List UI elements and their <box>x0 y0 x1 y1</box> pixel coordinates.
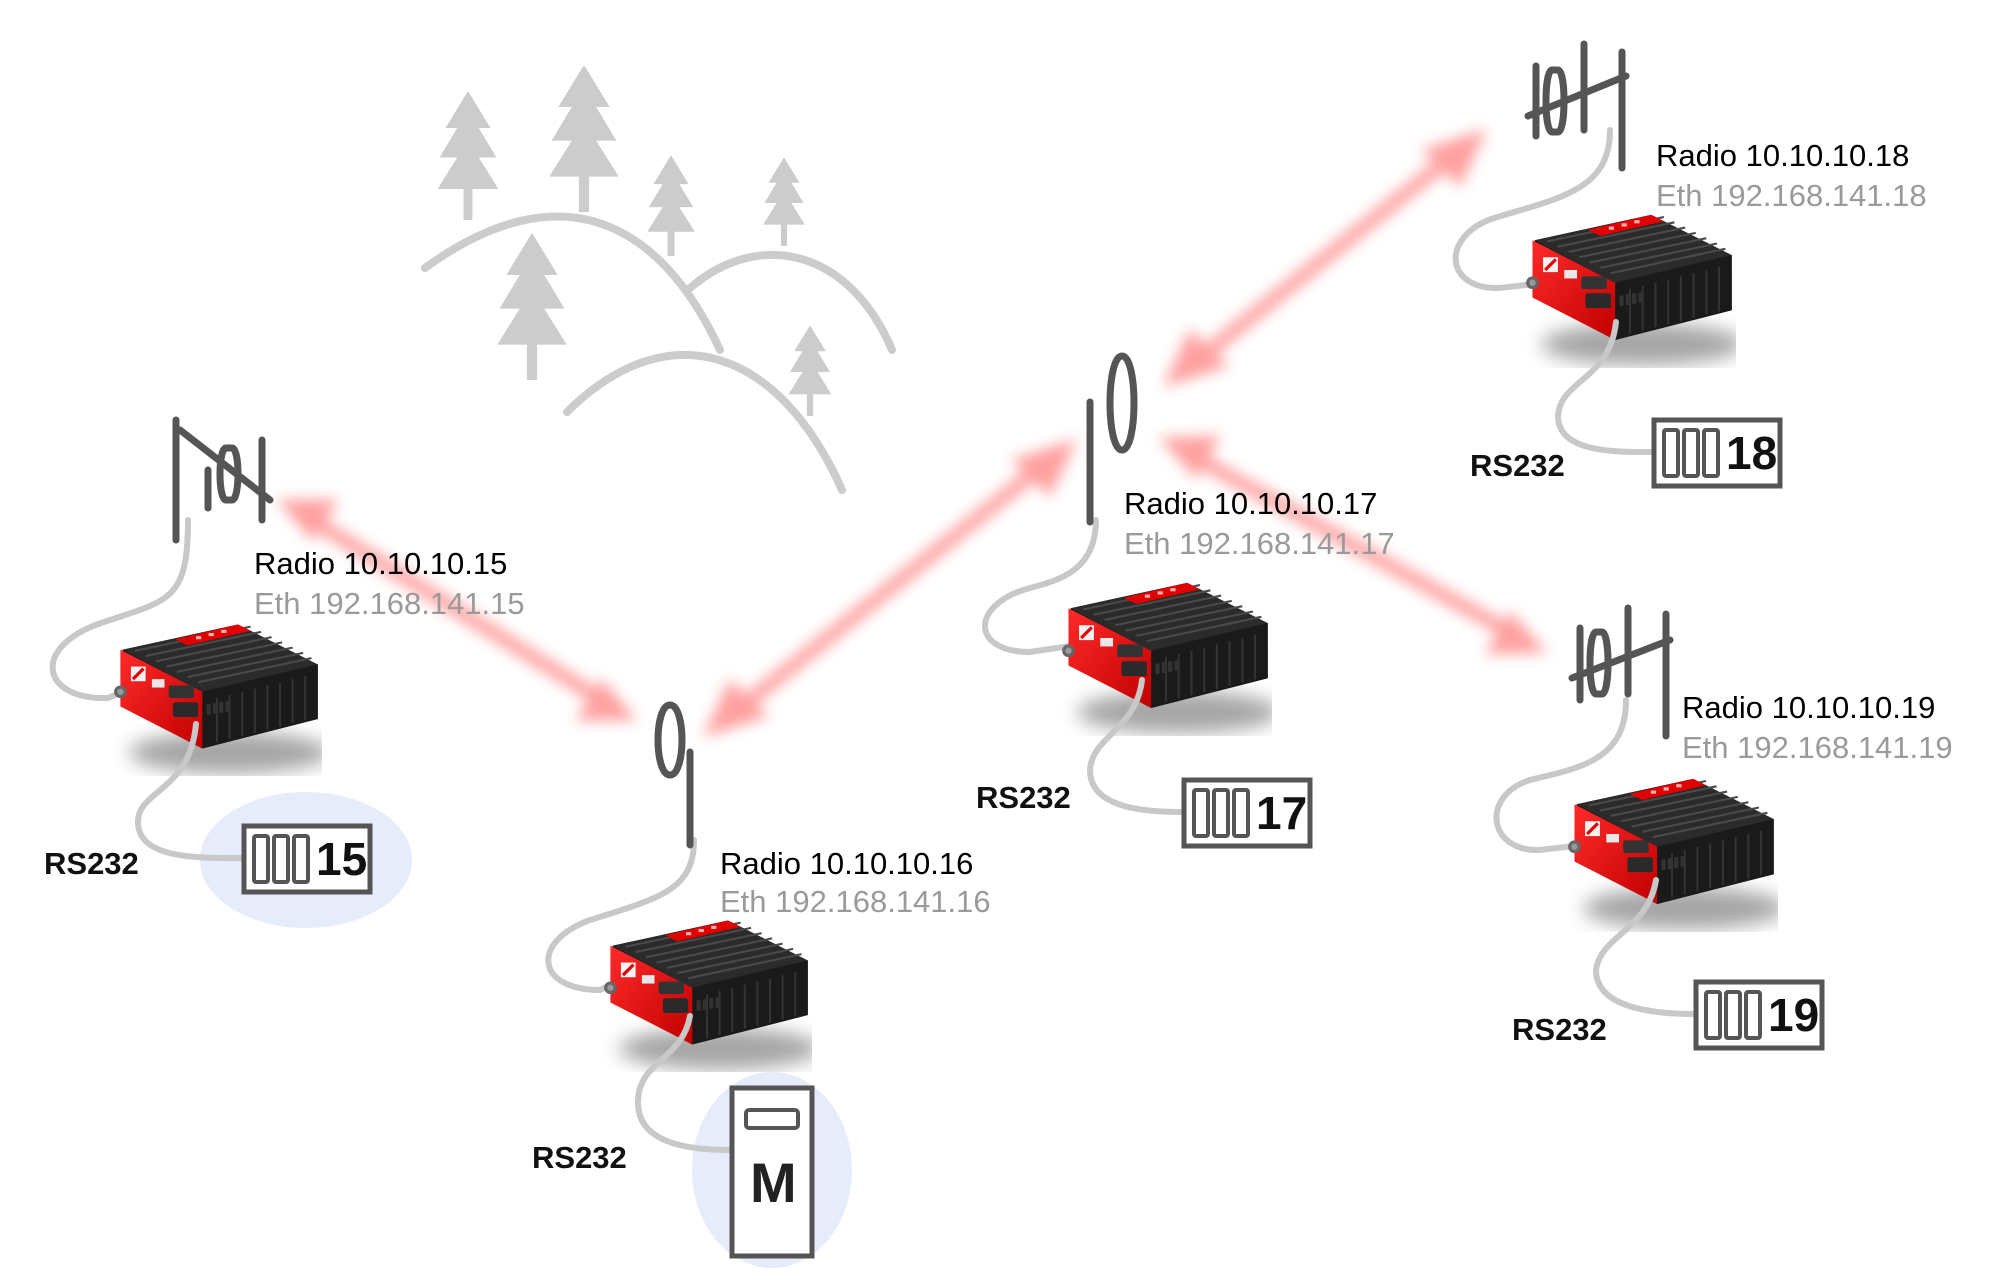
device-label: 18 <box>1726 427 1777 479</box>
rtu-device-icon: 15 <box>241 823 373 895</box>
node-16: M Radio 10.10.10.16 Eth 192.168.141.16 R… <box>532 701 991 1268</box>
node-18: 18 Radio 10.10.10.18 Eth 192.168.141.18 … <box>1452 40 1927 489</box>
hill-line <box>686 250 896 354</box>
node-19: 19 Radio 10.10.10.19 Eth 192.168.141.19 … <box>1493 604 1953 1051</box>
tree-icon <box>437 92 499 220</box>
link-arrow-16-17 <box>703 439 1077 737</box>
radio-modem-icon <box>1526 215 1744 366</box>
eth-address: Eth 192.168.141.19 <box>1682 730 1953 765</box>
serial-label: RS232 <box>1512 1012 1607 1047</box>
hill-line <box>563 350 846 494</box>
radio-modem-icon <box>114 625 330 774</box>
radio-address: Radio 10.10.10.15 <box>254 546 507 581</box>
antenna-cable <box>1493 697 1629 854</box>
eth-address: Eth 192.168.141.18 <box>1656 178 1927 213</box>
device-label: 19 <box>1768 989 1819 1041</box>
omni-antenna-icon <box>1086 352 1138 526</box>
master-device-icon: M <box>729 1085 815 1259</box>
serial-label: RS232 <box>532 1140 627 1175</box>
link-arrow-17-18 <box>1163 129 1487 387</box>
tree-icon <box>788 326 832 416</box>
tree-icon <box>497 234 567 380</box>
omni-antenna-icon <box>654 701 694 849</box>
node-15: 15 Radio 10.10.10.15 Eth 192.168.141.15 … <box>44 416 525 928</box>
node-17: 17 Radio 10.10.10.17 Eth 192.168.141.17 … <box>976 352 1395 849</box>
radio-address: Radio 10.10.10.17 <box>1124 486 1377 521</box>
antenna-cable <box>545 837 697 994</box>
serial-label: RS232 <box>976 780 1071 815</box>
eth-address: Eth 192.168.141.15 <box>254 586 525 621</box>
link-arrow-15-16 <box>276 499 638 721</box>
yagi-antenna-icon <box>1568 604 1674 740</box>
serial-cable <box>1086 677 1187 815</box>
eth-address: Eth 192.168.141.17 <box>1124 526 1395 561</box>
antenna-cable <box>982 517 1099 656</box>
serial-cable <box>1592 877 1699 1017</box>
yagi-antenna-icon <box>1524 40 1630 172</box>
radio-address: Radio 10.10.10.19 <box>1682 690 1935 725</box>
tree-icon <box>647 156 695 256</box>
forest-hills-icon <box>421 66 896 494</box>
hill-line <box>421 212 724 354</box>
rtu-device-icon: 17 <box>1181 777 1313 849</box>
radio-address: Radio 10.10.10.16 <box>720 846 973 881</box>
eth-address: Eth 192.168.141.16 <box>720 884 991 919</box>
serial-cable <box>1554 319 1657 456</box>
device-label: 15 <box>316 833 367 885</box>
serial-label: RS232 <box>1470 448 1565 483</box>
rtu-device-icon: 19 <box>1693 979 1825 1051</box>
radio-links <box>276 129 1548 737</box>
antenna-cable <box>49 517 191 702</box>
device-label: 17 <box>1256 787 1307 839</box>
link-arrow-17-19 <box>1158 435 1548 655</box>
antenna-cable <box>1452 127 1613 292</box>
radio-address: Radio 10.10.10.18 <box>1656 138 1909 173</box>
device-label: M <box>750 1151 797 1214</box>
radio-modem-icon <box>1062 583 1280 734</box>
radio-modem-icon <box>1568 779 1786 930</box>
radio-modem-icon <box>604 921 820 1070</box>
serial-label: RS232 <box>44 846 139 881</box>
tree-icon <box>763 158 805 246</box>
rtu-device-icon: 18 <box>1651 417 1783 489</box>
serial-cable <box>634 1013 733 1153</box>
yagi-antenna-icon <box>172 416 274 544</box>
tree-icon <box>549 66 619 212</box>
serial-cable <box>134 721 247 862</box>
